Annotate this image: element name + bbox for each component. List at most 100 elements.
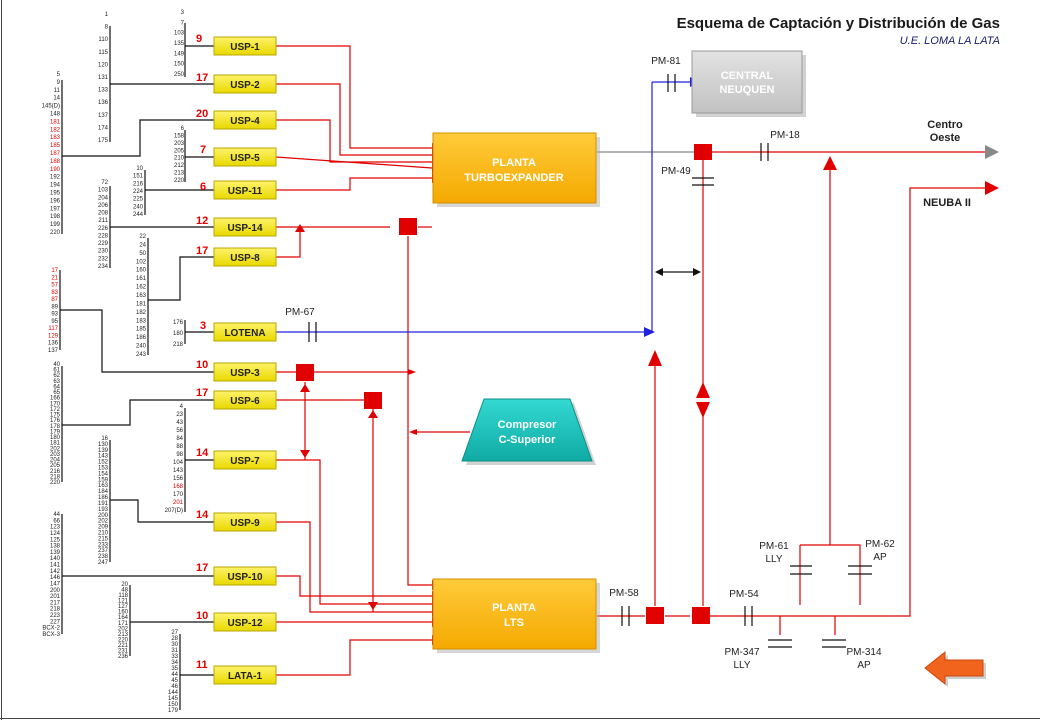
- meter-label-pm54: PM-54: [729, 589, 759, 600]
- well-id: 224: [133, 189, 144, 195]
- well-id: 250: [174, 72, 185, 78]
- usp-box-usp14[interactable]: USP-14 12: [196, 215, 277, 237]
- well-id: 182: [136, 310, 147, 316]
- well-id: 43: [176, 420, 183, 426]
- usp-box-usp12[interactable]: USP-12 10: [196, 610, 277, 632]
- well-id: 234: [98, 264, 109, 270]
- well-id: 28: [171, 636, 178, 642]
- well-id: 61: [53, 368, 60, 374]
- plant-lts[interactable]: PLANTA LTS: [432, 578, 600, 653]
- well-id: 127: [118, 604, 129, 610]
- usp-box-lotena[interactable]: LOTENA 3: [200, 320, 277, 342]
- usp-box-usp9[interactable]: USP-9 14: [196, 509, 277, 532]
- well-id: 62: [53, 373, 60, 379]
- well-id: 34: [171, 660, 178, 666]
- back-arrow-button[interactable]: [924, 650, 986, 687]
- meter-symbols: [308, 74, 872, 648]
- valve-lts-outlet[interactable]: [646, 607, 664, 624]
- usp-label: USP-2: [230, 80, 260, 91]
- well-id: 200: [50, 588, 61, 594]
- valve-usp14[interactable]: [399, 218, 417, 235]
- usp-box-usp10[interactable]: USP-10 17: [196, 562, 277, 586]
- well-id: 203: [174, 141, 185, 147]
- well-id: 140: [50, 556, 61, 562]
- well-id: 44: [53, 512, 60, 518]
- well-id: 210: [98, 531, 109, 537]
- well-id: 240: [136, 344, 147, 350]
- well-id: 145(D): [42, 104, 60, 110]
- well-id: 45: [171, 678, 178, 684]
- meter-symbol-pm54: [744, 606, 753, 626]
- usp-box-usp2[interactable]: USP-2 17: [196, 72, 277, 94]
- usp-box-usp6[interactable]: USP-6 17: [196, 387, 277, 410]
- usp-box-usp11[interactable]: USP-11 6: [200, 180, 277, 200]
- well-id: 5: [57, 72, 61, 78]
- well-id: 218: [173, 342, 184, 348]
- usp-label: USP-5: [230, 153, 260, 164]
- well-id: 192: [50, 175, 61, 181]
- well-id: 185: [136, 327, 147, 333]
- valve-usp3[interactable]: [296, 364, 314, 381]
- well-id: 223: [50, 613, 61, 619]
- well-id: 216: [50, 469, 61, 475]
- usp-box-usp4[interactable]: USP-4 20: [196, 108, 277, 130]
- central-line2: NEUQUEN: [719, 84, 774, 96]
- meter-symbol-pm58: [621, 606, 630, 626]
- well-id: 176: [173, 320, 184, 326]
- usp-box-usp3[interactable]: USP-3 10: [196, 359, 277, 382]
- well-id: 44: [171, 672, 178, 678]
- well-id: 195: [50, 191, 61, 197]
- well-id: 117: [48, 326, 58, 332]
- well-id: 16: [101, 436, 108, 442]
- destination-centro-line1: Centro: [927, 119, 963, 131]
- well-count: 7: [200, 144, 206, 156]
- well-id: 204: [98, 195, 109, 201]
- well-id: 172: [50, 407, 61, 413]
- meter-label-pm347: PM-347: [724, 647, 759, 658]
- well-list-w7: 2224501021601611621631811821831851862402…: [136, 234, 147, 358]
- usp-box-usp8[interactable]: USP-8 17: [196, 245, 277, 267]
- usp-box-usp5[interactable]: USP-5 7: [200, 144, 277, 167]
- usp-box-lata1[interactable]: LATA-1 11: [196, 659, 277, 685]
- valve-centro-oeste[interactable]: [694, 144, 712, 160]
- well-id: 206: [98, 203, 109, 209]
- well-id: 202: [98, 519, 109, 525]
- usp-label: USP-10: [227, 572, 262, 583]
- well-id: 57: [51, 283, 58, 289]
- usp-label: USP-7: [230, 456, 260, 467]
- well-id: 7: [181, 20, 185, 26]
- well-id: 181: [136, 301, 147, 307]
- well-id: 218: [50, 607, 61, 613]
- bidirectional-arrow: [655, 268, 701, 276]
- well-id: 220: [50, 480, 61, 486]
- meter-symbol-pm314: [822, 639, 846, 648]
- valve-usp6[interactable]: [364, 392, 382, 409]
- well-id: 217: [50, 600, 61, 606]
- destination-neuba: NEUBA II: [923, 197, 971, 209]
- well-id: 48: [121, 588, 128, 594]
- usp-box-usp1[interactable]: USP-1 9: [196, 33, 277, 56]
- well-id: 23: [176, 412, 183, 418]
- well-id: 181: [50, 441, 61, 447]
- well-id: 83: [51, 290, 58, 296]
- well-id: 230: [98, 249, 109, 255]
- valve-neuba[interactable]: [692, 607, 710, 624]
- well-id: 168: [173, 484, 184, 490]
- meter-label-pm18: PM-18: [770, 130, 800, 141]
- central-neuquen[interactable]: CENTRAL NEUQUEN: [691, 50, 806, 117]
- plant-turboexpander[interactable]: PLANTA TURBOEXPANDER: [432, 132, 600, 207]
- well-id: 180: [50, 435, 61, 441]
- compressor-c-superior[interactable]: Compresor C-Superior: [461, 398, 596, 465]
- plant-lts-line2: LTS: [504, 617, 524, 629]
- well-id: 8: [105, 25, 109, 31]
- meter-symbol-pm347: [768, 639, 792, 648]
- well-id: 3: [181, 10, 185, 16]
- well-collectors: [59, 23, 214, 710]
- usp-box-usp7[interactable]: USP-7 14: [196, 447, 277, 470]
- well-id: 1: [105, 12, 109, 18]
